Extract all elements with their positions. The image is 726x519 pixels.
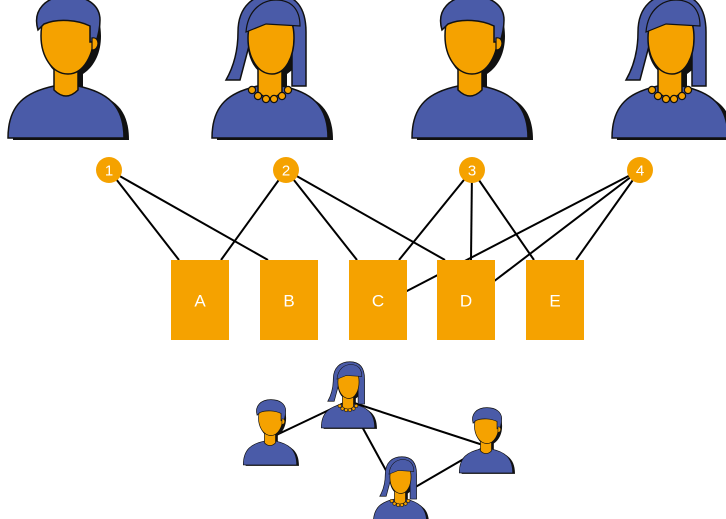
svg-text:2: 2	[282, 163, 290, 180]
connection-1-a	[108, 169, 180, 261]
social-network	[242, 361, 516, 519]
svg-text:D: D	[460, 292, 472, 311]
male-person-3-icon	[411, 0, 534, 141]
badge-1: 1	[96, 157, 122, 183]
female-person-4-icon	[611, 0, 726, 141]
item-box-c: C	[349, 260, 407, 340]
connection-3-e	[471, 169, 535, 261]
badge-4: 4	[627, 157, 653, 183]
network-female-person-2-icon	[320, 361, 378, 430]
svg-text:A: A	[194, 292, 206, 311]
svg-text:B: B	[283, 292, 294, 311]
svg-text:3: 3	[468, 163, 476, 180]
connection-1-b	[108, 169, 269, 261]
badge-2: 2	[273, 157, 299, 183]
connection-2-a	[220, 169, 287, 261]
connection-2-d	[285, 169, 446, 261]
item-boxes: A B C D E	[171, 260, 584, 340]
svg-text:C: C	[372, 292, 384, 311]
item-box-a: A	[171, 260, 229, 340]
network-edge-n2-n3	[347, 400, 487, 447]
svg-text:E: E	[549, 292, 560, 311]
network-male-person-1-icon	[242, 399, 300, 467]
connection-3-d	[470, 169, 473, 261]
item-box-e: E	[526, 260, 584, 340]
connection-3-c	[398, 169, 473, 261]
svg-text:4: 4	[636, 163, 644, 180]
connection-4-e	[575, 169, 641, 261]
people-row	[7, 0, 726, 141]
svg-text:1: 1	[105, 163, 113, 180]
network-lines	[269, 400, 487, 497]
badge-3: 3	[459, 157, 485, 183]
connection-2-c	[285, 169, 358, 261]
item-box-b: B	[260, 260, 318, 340]
male-person-1-icon	[7, 0, 130, 141]
connection-4-d	[492, 169, 641, 283]
person-number-badges: 1 2 3 4	[96, 157, 653, 183]
female-person-2-icon	[211, 0, 334, 141]
network-female-person-4-icon	[372, 456, 430, 519]
item-box-d: D	[437, 260, 495, 340]
